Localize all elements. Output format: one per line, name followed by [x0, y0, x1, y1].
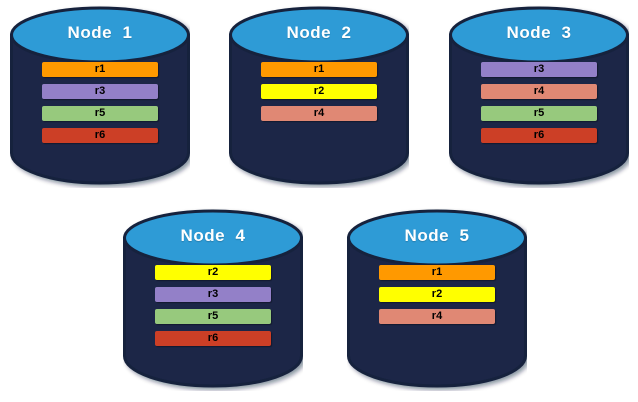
storage-node-3[interactable]: Node 3 r3 r4 r5 r6 [449, 5, 629, 188]
replica-label: r3 [94, 85, 106, 97]
replica-label: r3 [207, 288, 219, 300]
replica-list: r1 r2 r4 [379, 265, 495, 331]
node-title: Node 5 [404, 226, 470, 245]
replica-bar[interactable]: r5 [155, 309, 271, 324]
replica-list: r2 r3 r5 r6 [155, 265, 271, 353]
replica-label: r3 [533, 63, 545, 75]
replica-bar[interactable]: r1 [379, 265, 495, 280]
replica-bar[interactable]: r3 [155, 287, 271, 302]
replica-bar[interactable]: r2 [261, 84, 377, 99]
replica-list: r1 r2 r4 [261, 62, 377, 128]
replica-bar[interactable]: r1 [261, 62, 377, 77]
replica-bar[interactable]: r3 [42, 84, 158, 99]
node-title: Node 4 [180, 226, 246, 245]
node-title: Node 2 [286, 23, 352, 42]
replica-label: r5 [207, 310, 219, 322]
storage-node-1[interactable]: Node 1 r1 r3 r5 r6 [10, 5, 190, 188]
replica-bar[interactable]: r6 [155, 331, 271, 346]
replica-label: r4 [431, 310, 443, 322]
replica-bar[interactable]: r4 [481, 84, 597, 99]
storage-node-5[interactable]: Node 5 r1 r2 r4 [347, 208, 527, 391]
replica-label: r2 [207, 266, 219, 278]
replica-label: r1 [94, 63, 106, 75]
replica-bar[interactable]: r2 [155, 265, 271, 280]
replica-label: r4 [313, 107, 325, 119]
replica-bar[interactable]: r4 [261, 106, 377, 121]
replica-label: r6 [207, 332, 219, 344]
storage-node-2[interactable]: Node 2 r1 r2 r4 [229, 5, 409, 188]
replica-label: r6 [94, 129, 106, 141]
replica-bar[interactable]: r6 [481, 128, 597, 143]
replica-bar[interactable]: r5 [42, 106, 158, 121]
replica-list: r3 r4 r5 r6 [481, 62, 597, 150]
replica-label: r1 [313, 63, 325, 75]
replica-bar[interactable]: r3 [481, 62, 597, 77]
replica-label: r5 [533, 107, 545, 119]
node-title: Node 3 [506, 23, 572, 42]
replica-label: r2 [313, 85, 325, 97]
replica-label: r4 [533, 85, 545, 97]
replica-bar[interactable]: r5 [481, 106, 597, 121]
replica-list: r1 r3 r5 r6 [42, 62, 158, 150]
replica-bar[interactable]: r6 [42, 128, 158, 143]
replica-bar[interactable]: r1 [42, 62, 158, 77]
replica-bar[interactable]: r2 [379, 287, 495, 302]
replica-bar[interactable]: r4 [379, 309, 495, 324]
replica-label: r5 [94, 107, 106, 119]
replica-label: r6 [533, 129, 545, 141]
replica-label: r2 [431, 288, 443, 300]
node-title: Node 1 [67, 23, 133, 42]
replica-label: r1 [431, 266, 443, 278]
storage-node-4[interactable]: Node 4 r2 r3 r5 r6 [123, 208, 303, 391]
